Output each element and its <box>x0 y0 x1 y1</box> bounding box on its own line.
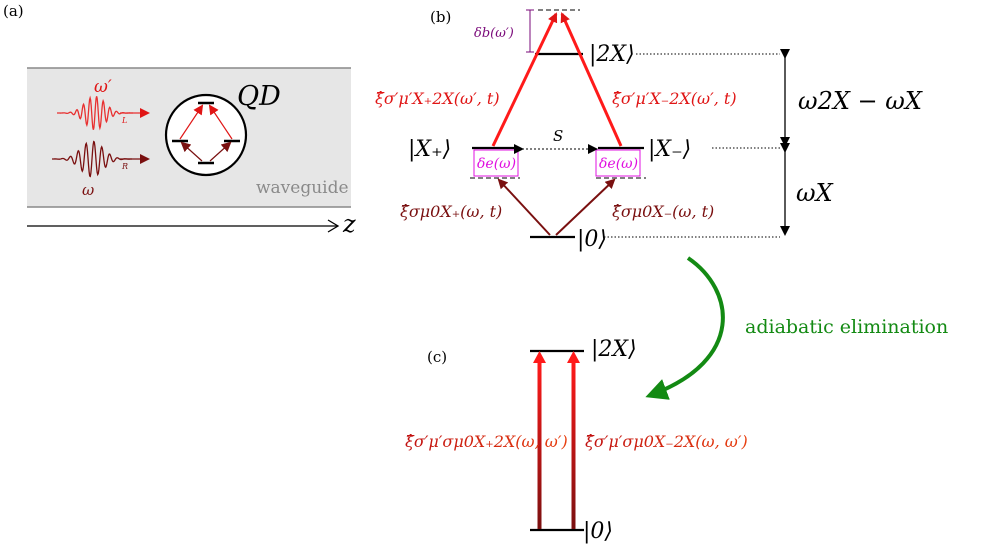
xi-top-right-label: ξ̂σ′μ′X₋2X(ω′, t) <box>612 89 737 108</box>
arrow-0-to-xplus <box>497 178 551 236</box>
arrow-xminus-to-2x <box>560 12 623 147</box>
s-label: S <box>553 127 563 145</box>
delta-b-label: δb(ω′) <box>474 26 514 41</box>
waveguide-label: waveguide <box>256 178 349 198</box>
c-xi-left-label: ξ̂σ′μ′σμ0X₊2X(ω, ω′) <box>405 432 568 451</box>
ket-0: |0⟩ <box>577 227 607 252</box>
arrow-0-to-xminus <box>555 178 616 236</box>
adiabatic-label: adiabatic elimination <box>745 316 948 338</box>
omega-prime-label: ω′ <box>94 77 112 97</box>
ket-xminus: |X₋⟩ <box>648 137 691 162</box>
panel-a-label: (a) <box>3 2 24 20</box>
arrow-xplus-to-2x <box>491 12 558 147</box>
qd-arrow-0-xminus <box>209 141 232 162</box>
pulse-omega-wave <box>51 140 133 178</box>
waveguide: waveguide <box>27 67 351 208</box>
pulse-omega: ω R <box>51 140 150 199</box>
xi-bottom-right-label: ξ̂σμ0X₋(ω, t) <box>612 202 714 221</box>
adiabatic-arrow <box>645 256 725 400</box>
energy-label-lower: ωX <box>796 179 834 207</box>
sub-l-label: L <box>121 116 127 125</box>
omega-label: ω <box>82 181 94 199</box>
xi-bottom-left-label: ξ̂σμ0X₊(ω, t) <box>400 202 502 221</box>
delta-e-left-box <box>473 149 519 177</box>
c-xi-right-label: ξ̂σ′μ′σμ0X₋2X(ω, ω′) <box>585 432 748 451</box>
qd-arrow-xminus-2x <box>208 104 233 140</box>
c-ket-2x: |2X⟩ <box>591 337 637 362</box>
qd-label: QD <box>237 81 281 112</box>
z-axis-label: z <box>342 210 356 238</box>
delta-e-left-label: δe(ω) <box>477 156 516 172</box>
pulse-omega-prime: ω′ L <box>57 77 150 131</box>
sub-r-label: R <box>121 162 128 171</box>
xi-top-left-label: ξ̂σ′μ′X₊2X(ω′, t) <box>375 89 500 108</box>
c-arrow-right-head <box>567 351 580 363</box>
energy-label-upper: ω2X − ωX <box>798 87 923 115</box>
c-ket-0: |0⟩ <box>583 519 613 544</box>
ket-xplus: |X₊⟩ <box>408 137 451 162</box>
c-arrow-left-head <box>533 351 546 363</box>
panel-c-label: (c) <box>427 348 447 366</box>
panel-b-label: (b) <box>430 8 451 26</box>
delta-e-right-label: δe(ω) <box>599 156 638 172</box>
c-arrow-right-shaft <box>571 362 576 529</box>
qd-circle <box>164 93 248 177</box>
quantum-dot <box>164 93 248 177</box>
z-axis-arrowhead <box>327 219 340 233</box>
ket-2x: |2X⟩ <box>589 42 635 67</box>
qd-arrow-xplus-2x <box>179 104 204 140</box>
qd-arrow-0-xplus <box>180 141 203 162</box>
c-arrow-left-shaft <box>537 362 542 529</box>
delta-e-right-box <box>595 149 641 177</box>
